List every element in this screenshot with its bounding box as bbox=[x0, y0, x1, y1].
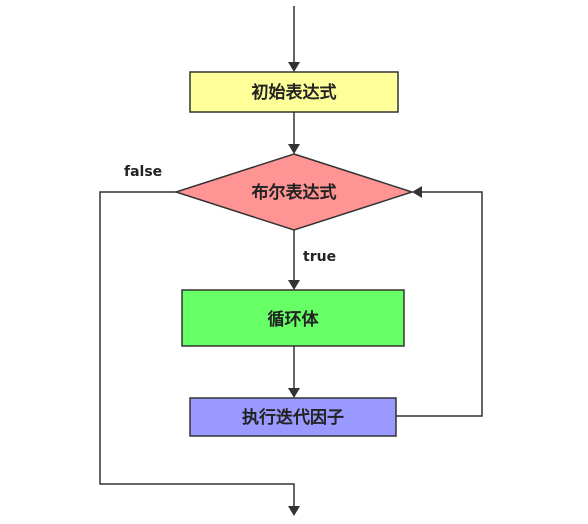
node-condition-label: 布尔表达式 bbox=[252, 182, 337, 203]
arrowhead-true bbox=[288, 280, 300, 290]
arrowhead-exit bbox=[288, 506, 300, 516]
node-body bbox=[181, 289, 405, 347]
node-iterate bbox=[189, 397, 397, 437]
arrowhead-loop-back bbox=[412, 186, 422, 198]
edge-false-exit bbox=[99, 191, 295, 508]
node-iterate-label: 执行迭代因子 bbox=[242, 407, 344, 428]
edge-true-label: true bbox=[303, 249, 336, 265]
arrowhead-init-to-condition bbox=[288, 144, 300, 154]
arrowhead-body-to-iterate bbox=[288, 388, 300, 398]
node-body-label: 循环体 bbox=[268, 309, 320, 330]
arrowhead-entry bbox=[288, 62, 300, 72]
edge-false-label: false bbox=[124, 164, 162, 180]
edge-loop-back bbox=[396, 191, 483, 417]
node-init-label: 初始表达式 bbox=[252, 82, 337, 103]
